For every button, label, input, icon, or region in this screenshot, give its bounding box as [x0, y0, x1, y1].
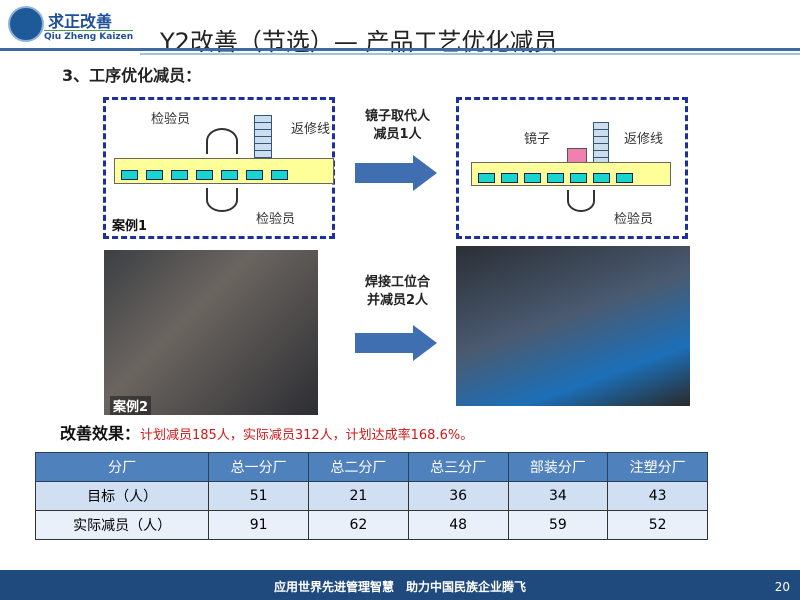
- table-header: 总二分厂: [308, 452, 409, 482]
- conveyor-belt: [471, 162, 671, 186]
- mirror-label: 镜子: [524, 132, 551, 147]
- rework-line-label: 返修线: [291, 122, 331, 137]
- result-summary: 改善效果：计划减员185人，实际减员312人，计划达成率168.6%。: [60, 420, 473, 444]
- table-header: 总一分厂: [208, 452, 309, 482]
- rework-line-label: 返修线: [624, 132, 664, 147]
- table-cell: 21: [308, 481, 409, 511]
- table-cell: 48: [407, 510, 509, 540]
- table-cell: 52: [607, 510, 708, 540]
- table-cell: 59: [507, 510, 609, 540]
- table-header: 注塑分厂: [607, 452, 708, 482]
- table-cell: 43: [607, 481, 708, 511]
- table-cell: 51: [208, 481, 309, 511]
- table-cell: 34: [507, 481, 609, 511]
- right-arrow-icon: [355, 155, 437, 191]
- footer: 应用世界先进管理智慧 助力中国民族企业腾飞 20: [0, 570, 800, 600]
- case1-before-diagram: 检验员 返修线 检验员 案例1: [103, 97, 335, 239]
- table-header: 总三分厂: [407, 452, 509, 482]
- inspector-label: 检验员: [614, 212, 654, 227]
- result-label: 改善效果：: [60, 424, 141, 443]
- table-cell: 36: [407, 481, 509, 511]
- table-cell: 目标（人）: [34, 481, 210, 511]
- table-cell: 62: [308, 510, 409, 540]
- table-header: 部装分厂: [507, 452, 609, 482]
- reduction-table: 分厂 总一分厂 总二分厂 总三分厂 部装分厂 注塑分厂 目标（人） 51 21 …: [34, 452, 708, 540]
- logo-cn: 求正改善: [48, 12, 113, 31]
- case2-label: 案例2: [110, 396, 152, 415]
- case1-arrow-text: 镜子取代人 减员1人: [350, 108, 445, 144]
- page-title: Y2改善（节选）— 产品工艺优化减员: [160, 28, 558, 56]
- table-row: 实际减员（人） 91 62 48 59 52: [34, 510, 708, 540]
- case1-after-diagram: 镜子 返修线 检验员: [456, 97, 688, 239]
- page-number: 20: [774, 580, 790, 594]
- case2-arrow-text: 焊接工位合 并减员2人: [350, 274, 445, 310]
- footer-slogan: 应用世界先进管理智慧 助力中国民族企业腾飞: [273, 580, 526, 594]
- arrow-text-line: 减员1人: [373, 127, 422, 142]
- right-arrow-icon: [355, 325, 437, 361]
- case2-before-photo: 案例2: [104, 250, 318, 415]
- inspector-icon: [206, 188, 238, 212]
- table-header: 分厂: [34, 452, 210, 482]
- arrow-text-line: 并减员2人: [366, 293, 429, 308]
- case1-label: 案例1: [112, 219, 148, 234]
- inspector-icon: [567, 190, 595, 212]
- inspector-label: 检验员: [151, 112, 191, 127]
- logo-icon: [8, 6, 44, 42]
- inspector-icon: [206, 128, 238, 154]
- arrow-text-line: 镜子取代人: [364, 109, 430, 124]
- table-cell: 91: [208, 510, 309, 540]
- table-row: 目标（人） 51 21 36 34 43: [34, 481, 708, 511]
- table-header-row: 分厂 总一分厂 总二分厂 总三分厂 部装分厂 注塑分厂: [34, 452, 708, 482]
- table-cell: 实际减员（人）: [34, 510, 210, 540]
- conveyor-belt: [114, 158, 334, 184]
- header-divider-accent: [140, 53, 800, 55]
- result-text: 计划减员185人，实际减员312人，计划达成率168.6%。: [140, 428, 474, 443]
- logo-en: Qiu Zheng Kaizen: [44, 30, 134, 42]
- inspector-label: 检验员: [256, 212, 296, 227]
- header-divider: [0, 48, 800, 51]
- case2-after-photo: [456, 246, 690, 406]
- section-subtitle: 3、工序优化减员：: [62, 66, 202, 85]
- rework-line-icon: [593, 122, 609, 164]
- arrow-text-line: 焊接工位合: [364, 275, 430, 290]
